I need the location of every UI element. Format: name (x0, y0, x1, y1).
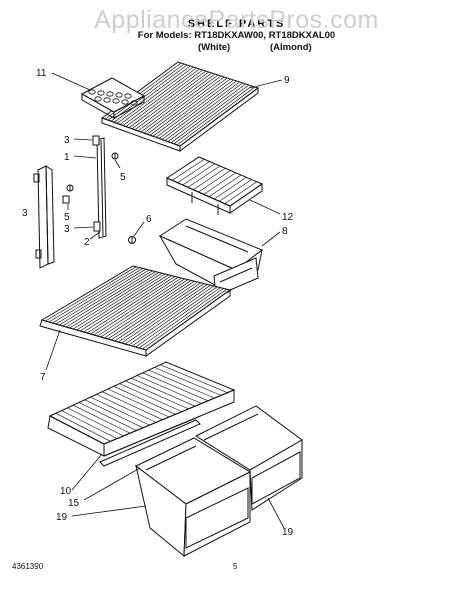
cover-support[interactable] (99, 419, 201, 467)
crisper-drawer-left[interactable] (135, 437, 252, 558)
side-rail-screw[interactable] (66, 184, 74, 192)
callout-10: 10 (60, 486, 72, 497)
callout-2: 2 (84, 237, 90, 248)
models-line: For Models: RT18DKXAW00, RT18DKXAL00 (137, 30, 336, 41)
callouts: 11 9 3 1 5 3 5 3 2 6 12 8 7 10 15 19 19 (22, 68, 294, 538)
callout-3-top: 3 (64, 135, 70, 146)
top-wire-shelf[interactable] (100, 61, 260, 152)
rail-screw[interactable] (111, 152, 119, 160)
diagram-title: SHELF PARTS (187, 18, 286, 30)
rail-bracket-top[interactable] (92, 135, 100, 146)
callout-15: 15 (68, 498, 80, 509)
callout-5-rail: 5 (120, 172, 126, 183)
side-rail-clip[interactable] (62, 195, 70, 204)
meat-pan[interactable] (158, 218, 263, 297)
callout-9: 9 (284, 75, 290, 86)
watermark: AppliancePartsPros.com (94, 6, 379, 34)
shelf-rail[interactable] (96, 137, 107, 239)
document-code: 4361390 (12, 562, 44, 571)
callout-19-right: 19 (282, 527, 294, 538)
callout-3-left: 3 (22, 208, 28, 219)
callout-11: 11 (36, 68, 47, 79)
callout-12: 12 (282, 212, 294, 223)
callout-1: 1 (64, 152, 70, 163)
callout-8: 8 (282, 226, 288, 237)
middle-wire-shelf[interactable] (39, 265, 232, 357)
screw[interactable] (128, 236, 136, 244)
egg-tray[interactable] (80, 77, 146, 119)
callout-19-left: 19 (56, 512, 68, 523)
callout-5-side: 5 (64, 212, 70, 223)
callout-6: 6 (146, 214, 152, 225)
callout-7: 7 (40, 372, 46, 383)
crisper-cover[interactable] (47, 361, 236, 457)
callout-3-bottom: 3 (64, 224, 70, 235)
variant-almond: (Almond) (270, 42, 312, 53)
crisper-cover-frame[interactable] (165, 156, 264, 215)
page-number: 5 (233, 562, 238, 571)
rail-bracket-bottom[interactable] (93, 221, 101, 232)
side-rail[interactable] (33, 165, 55, 269)
crisper-drawer-right[interactable] (194, 405, 303, 511)
variant-white: (White) (198, 42, 231, 53)
